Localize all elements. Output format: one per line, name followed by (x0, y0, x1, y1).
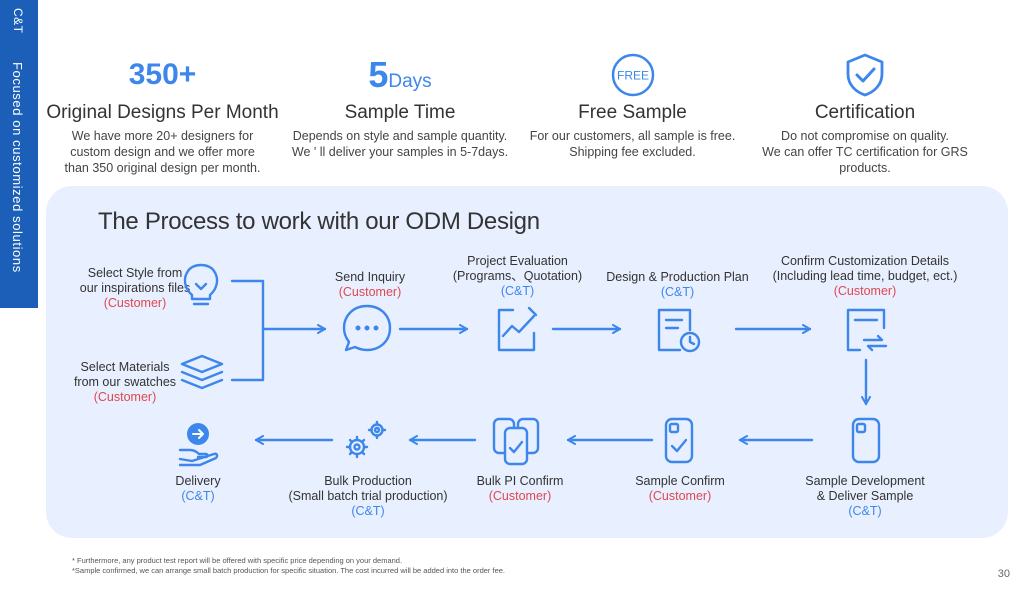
phone-case-icon (851, 417, 881, 464)
stat-designs-desc-line2: custom design and we offer more (70, 145, 255, 159)
stat-certification: Certification Do not compromise on quali… (735, 50, 995, 176)
stat-certification-desc-line2: We can offer TC certification for GRS pr… (762, 145, 968, 175)
connector-style (230, 279, 265, 332)
stat-designs-desc-line3: than 350 original design per month. (64, 161, 261, 175)
lightbulb-icon (183, 263, 219, 306)
stat-designs-value: 350+ (128, 58, 197, 91)
process-panel (46, 186, 1008, 538)
free-badge-text: FREE (616, 69, 648, 83)
step-select-materials: Select Materials from our swatches (Cust… (73, 360, 177, 404)
step-project-evaluation: Project Evaluation (Programs、Quotation) … (452, 254, 583, 298)
delivery-hand-icon (178, 423, 219, 467)
page-number: 30 (997, 568, 1010, 580)
step-design-production-plan: Design & Production Plan (C&T) (606, 270, 749, 299)
layers-icon (180, 354, 224, 390)
step-delivery: Delivery (C&T) (175, 474, 221, 503)
stat-sample-time: 5Days Sample Time Depends on style and s… (285, 50, 515, 160)
side-brand: C&T (11, 8, 25, 34)
stat-sample-time-unit: Days (388, 71, 432, 92)
stat-sample-time-title: Sample Time (344, 102, 456, 123)
stat-designs-title: Original Designs Per Month (46, 102, 279, 123)
stat-sample-time-desc-line1: Depends on style and sample quantity. (292, 129, 508, 143)
chat-bubble-icon (342, 304, 392, 352)
document-chart-icon (497, 306, 538, 352)
side-tab: C&T Focused on customized solutions (0, 0, 38, 308)
gears-icon (345, 420, 387, 459)
phone-stack-icon (492, 417, 540, 466)
stat-designs: 350+ Original Designs Per Month We have … (45, 50, 280, 176)
step-select-style: Select Style from our inspirations files… (79, 266, 191, 310)
step-send-inquiry: Send Inquiry (Customer) (334, 270, 406, 299)
phone-check-icon (664, 417, 694, 464)
stat-certification-desc-line1: Do not compromise on quality. (781, 129, 949, 143)
stat-free-sample: FREE Free Sample For our customers, all … (525, 50, 740, 160)
stat-certification-title: Certification (814, 102, 916, 123)
step-bulk-production: Bulk Production (Small batch trial produ… (288, 474, 448, 518)
footnote-test-report: * Furthermore, any product test report w… (72, 556, 403, 565)
side-tagline: Focused on customized solutions (10, 62, 25, 273)
step-confirm-customization: Confirm Customization Details (Including… (772, 254, 958, 298)
document-clock-icon (657, 308, 701, 353)
step-sample-development: Sample Development & Deliver Sample (C&T… (805, 474, 925, 518)
stat-sample-time-value: 5 (368, 54, 389, 95)
step-sample-confirm: Sample Confirm (Customer) (635, 474, 725, 503)
stat-designs-desc-line1: We have more 20+ designers for (71, 129, 254, 143)
footnote-small-batch: *Sample confirmed, we can arrange small … (72, 566, 506, 575)
connector-materials (230, 328, 265, 382)
step-bulk-pi-confirm: Bulk PI Confirm (Customer) (476, 474, 564, 503)
stat-free-sample-title: Free Sample (578, 102, 687, 123)
stat-free-sample-desc-line1: For our customers, all sample is free. (529, 129, 736, 143)
free-badge-icon: FREE (611, 53, 654, 97)
stat-free-sample-desc-line2: Shipping fee excluded. (569, 145, 696, 159)
process-title: The Process to work with our ODM Design (98, 208, 540, 235)
stat-sample-time-desc-line2: We ' ll deliver your samples in 5-7days. (291, 145, 509, 159)
shield-check-icon (846, 53, 884, 97)
document-exchange-icon (846, 308, 888, 352)
